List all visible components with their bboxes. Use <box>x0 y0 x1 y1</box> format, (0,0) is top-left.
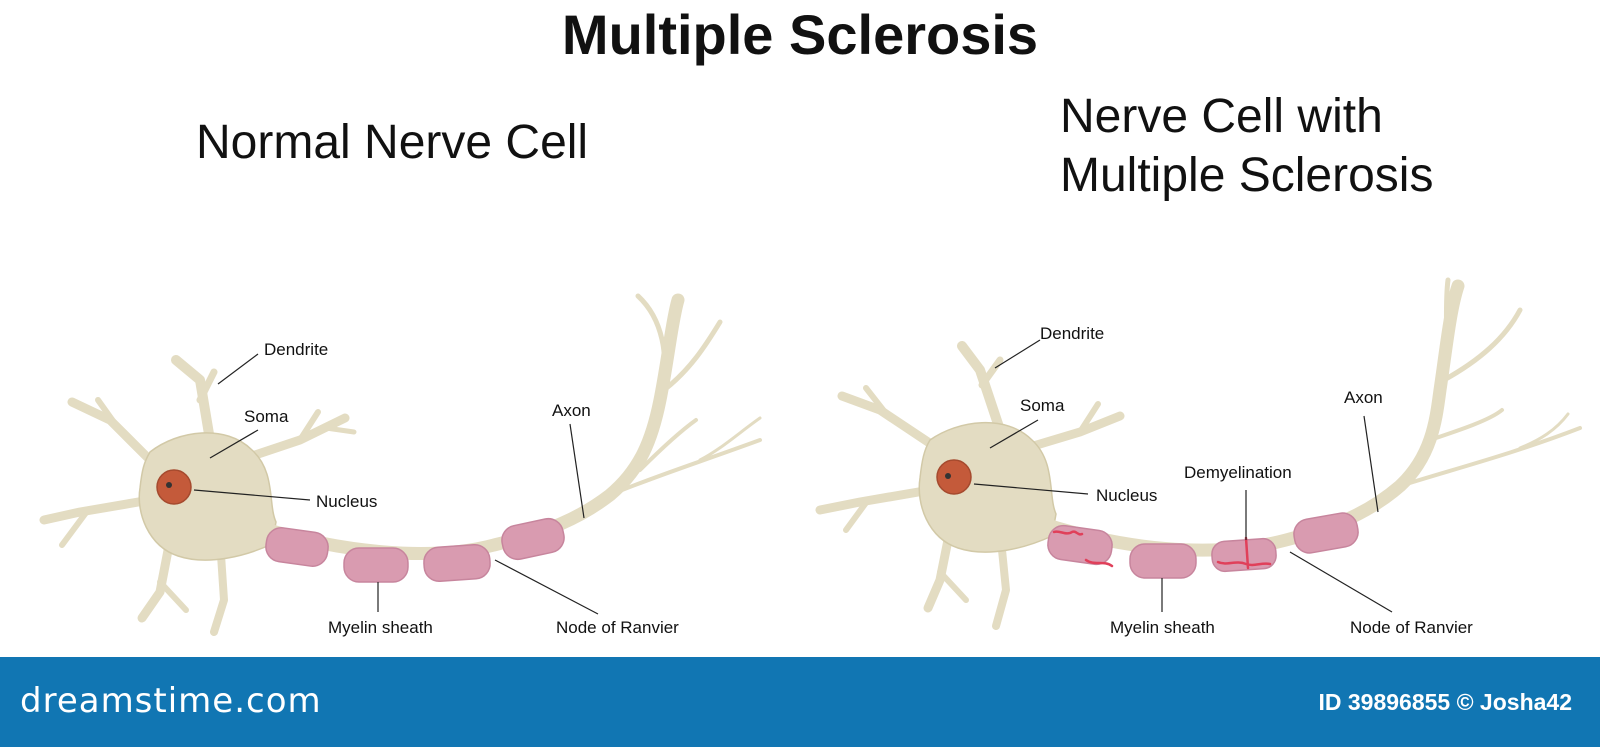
ms-leader-lines <box>973 339 1393 613</box>
normal-panel-title: Normal Nerve Cell <box>196 116 589 169</box>
normal-label-node-of-ranvier: Node of Ranvier <box>556 618 679 637</box>
normal-nucleus <box>156 469 192 505</box>
footer-image-id: ID 39896855 © Josha42 <box>1318 689 1572 715</box>
normal-leader-lines <box>193 353 599 615</box>
ms-label-nucleus: Nucleus <box>1096 486 1158 505</box>
ms-axon-terminals <box>1398 277 1582 488</box>
ms-myelin-segment-1 <box>1047 524 1113 566</box>
ms-label-myelin-sheath: Myelin sheath <box>1110 618 1215 637</box>
ms-demyelination-lesions <box>1052 530 1272 570</box>
ms-label-axon: Axon <box>1344 388 1383 407</box>
page-title: Multiple Sclerosis <box>561 3 1039 66</box>
normal-dendrites <box>39 355 357 636</box>
normal-neuron <box>39 293 762 636</box>
ms-label-node-of-ranvier: Node of Ranvier <box>1350 618 1473 637</box>
normal-myelin-sheaths <box>265 517 565 583</box>
ms-label-dendrite: Dendrite <box>1040 324 1105 343</box>
normal-nucleolus <box>166 482 172 488</box>
neuron-illustrations <box>39 277 1582 636</box>
ms-panel-title-line2: Multiple Sclerosis <box>1060 148 1434 202</box>
normal-myelin-segment-4 <box>501 517 565 561</box>
ms-myelin-segment-2 <box>1129 543 1197 579</box>
ms-panel-title: Nerve Cell with Multiple Sclerosis <box>1060 88 1433 205</box>
ms-dendrites <box>815 341 1125 630</box>
normal-label-soma: Soma <box>244 407 289 426</box>
normal-label-nucleus: Nucleus <box>316 492 378 511</box>
ms-neuron <box>815 277 1582 630</box>
normal-axon-terminals <box>608 293 762 497</box>
normal-soma <box>138 432 277 561</box>
normal-myelin-segment-2 <box>343 547 409 583</box>
diagram-canvas: Multiple Sclerosis Normal Nerve Cell Ner… <box>39 3 1582 637</box>
footer-brand[interactable]: dreamstime.com <box>20 681 322 721</box>
ms-myelin-segment-3 <box>1211 537 1277 573</box>
ms-panel-title-line1: Nerve Cell with <box>1060 90 1383 143</box>
ms-nucleus <box>936 459 972 495</box>
normal-label-axon: Axon <box>552 401 591 420</box>
footer-bar: dreamstime.com ID 39896855 © Josha42 <box>0 657 1600 747</box>
ms-soma <box>918 421 1057 553</box>
normal-myelin-segment-1 <box>265 527 329 567</box>
normal-label-dendrite: Dendrite <box>264 340 329 359</box>
ms-myelin-segment-4 <box>1293 512 1359 554</box>
ms-label-soma: Soma <box>1020 396 1065 415</box>
ms-label-demyelination: Demyelination <box>1184 463 1292 482</box>
ms-nucleolus <box>945 473 951 479</box>
normal-myelin-segment-3 <box>423 543 491 583</box>
normal-label-myelin-sheath: Myelin sheath <box>328 618 433 637</box>
